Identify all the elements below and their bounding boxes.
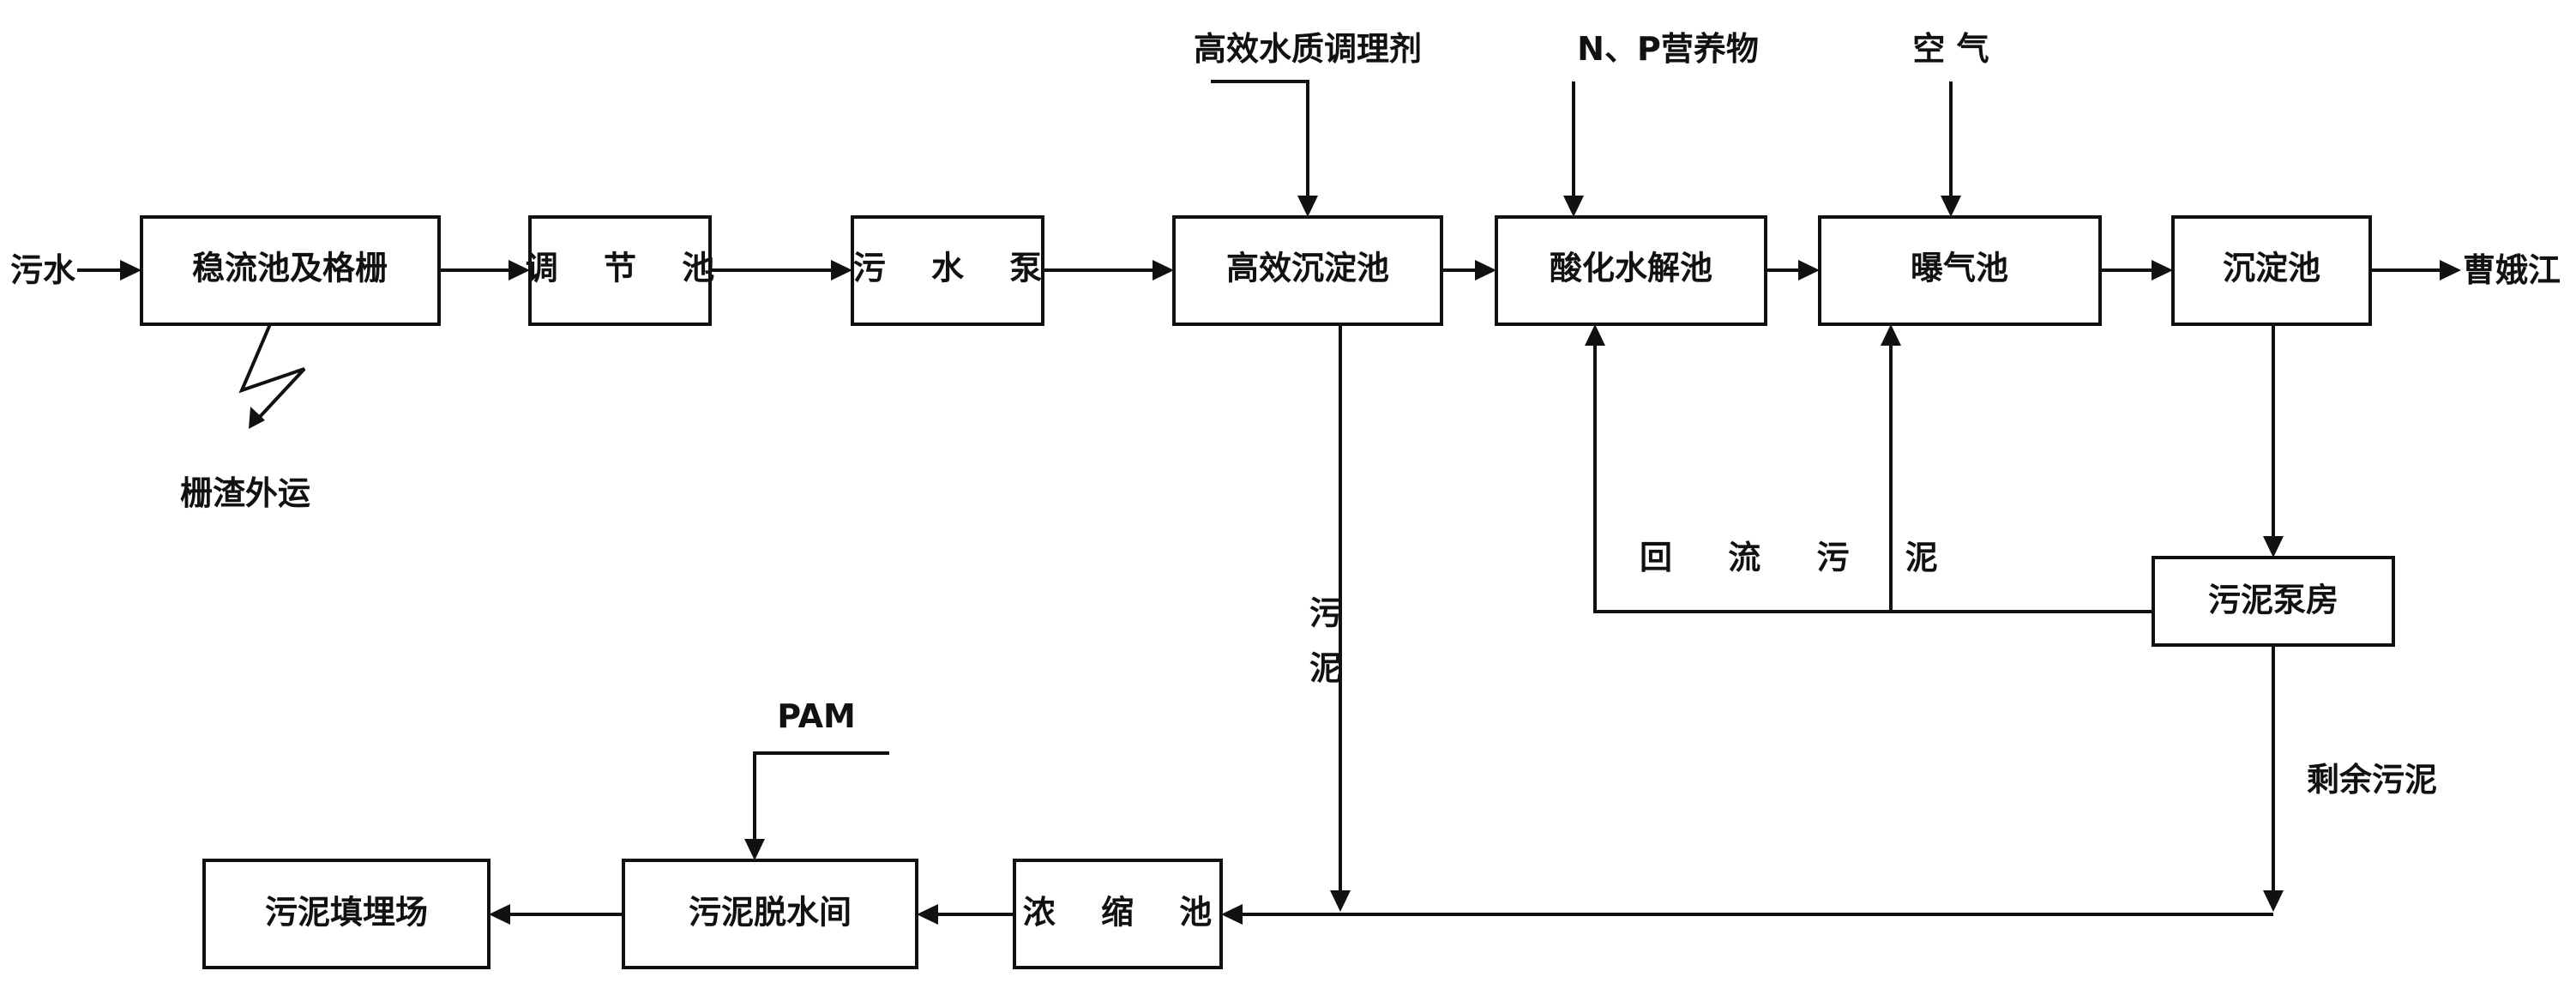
box-high-efficiency-sedimentation: 高效沉淀池 [1172, 215, 1443, 326]
label-air: 空 气 [1912, 30, 1989, 68]
box-aeration-tank-label: 曝气池 [1911, 250, 2008, 287]
label-sludge-char2: 泥 [1309, 649, 1342, 687]
box-landfill: 污泥填埋场 [202, 859, 491, 969]
arrow-settling-to-pump-house [2263, 324, 2284, 558]
label-conditioner: 高效水质调理剂 [1194, 30, 1422, 68]
box-thickener-label: 浓 缩 池 [1023, 894, 1229, 932]
box-equalization-tank: 调 节 池 [526, 215, 731, 326]
label-sewage-in: 污水 [10, 251, 76, 289]
sedimentation-sludge-line: 污 泥 [1309, 324, 1351, 912]
box-dewatering-room-label: 污泥脱水间 [689, 894, 852, 932]
arrow-into-thickener [1221, 904, 2273, 925]
box-sludge-pump-house-label: 污泥泵房 [2208, 582, 2338, 619]
label-screenings-out: 栅渣外运 [180, 474, 310, 512]
label-np-nutrients: N、P营养物 [1577, 30, 1759, 68]
box-sewage-pump-label: 污 水 泵 [853, 250, 1059, 287]
box-aeration-tank: 曝气池 [1818, 215, 2102, 326]
box-settling-tank-label: 沉淀池 [2223, 250, 2320, 287]
box-landfill-label: 污泥填埋场 [265, 894, 428, 932]
box-high-efficiency-sedimentation-label: 高效沉淀池 [1226, 250, 1389, 287]
box-acid-hydrolysis: 酸化水解池 [1495, 215, 1767, 326]
arrow-equalization-to-pump [710, 260, 852, 280]
box-stabilization-screen: 稳流池及格栅 [140, 215, 441, 326]
arrow-screen-to-equalization [439, 260, 530, 280]
input-air: 空 气 [1912, 30, 1989, 217]
box-equalization-tank-label: 调 节 池 [526, 250, 731, 287]
arrow-hydrolysis-to-aeration [1766, 260, 1820, 280]
arrow-thickener-to-dewatering [917, 904, 1014, 925]
label-outlet-river: 曹娥江 [2463, 251, 2561, 289]
arrow-sewage-in: 污水 [10, 251, 141, 289]
box-sewage-pump: 污 水 泵 [851, 215, 1059, 326]
arrow-aeration-to-settling [2100, 260, 2173, 280]
arrow-screenings: 栅渣外运 [180, 323, 310, 512]
label-pam: PAM [777, 697, 856, 735]
box-stabilization-screen-label: 稳流池及格栅 [192, 250, 388, 287]
box-dewatering-room: 污泥脱水间 [622, 859, 918, 969]
input-conditioner: 高效水质调理剂 [1194, 30, 1422, 217]
arrow-pump-to-sedimentation [1043, 260, 1174, 280]
arrow-dewatering-to-landfill [489, 904, 623, 925]
excess-sludge-line: 剩余污泥 [2263, 645, 2437, 912]
label-return-sludge: 回 流 污 泥 [1640, 539, 1960, 576]
input-np-nutrients: N、P营养物 [1563, 30, 1759, 217]
label-sludge-char1: 污 [1309, 594, 1342, 632]
box-acid-hydrolysis-label: 酸化水解池 [1550, 250, 1712, 287]
arrow-outlet: 曹娥江 [2370, 251, 2561, 289]
box-sludge-pump-house: 污泥泵房 [2152, 556, 2395, 647]
arrow-sedimentation-to-hydrolysis [1441, 260, 1496, 280]
label-excess-sludge: 剩余污泥 [2307, 761, 2437, 799]
input-pam: PAM [744, 697, 889, 860]
box-thickener: 浓 缩 池 [1013, 859, 1229, 969]
return-sludge-line: 回 流 污 泥 [1585, 324, 2153, 613]
box-settling-tank: 沉淀池 [2171, 215, 2372, 326]
